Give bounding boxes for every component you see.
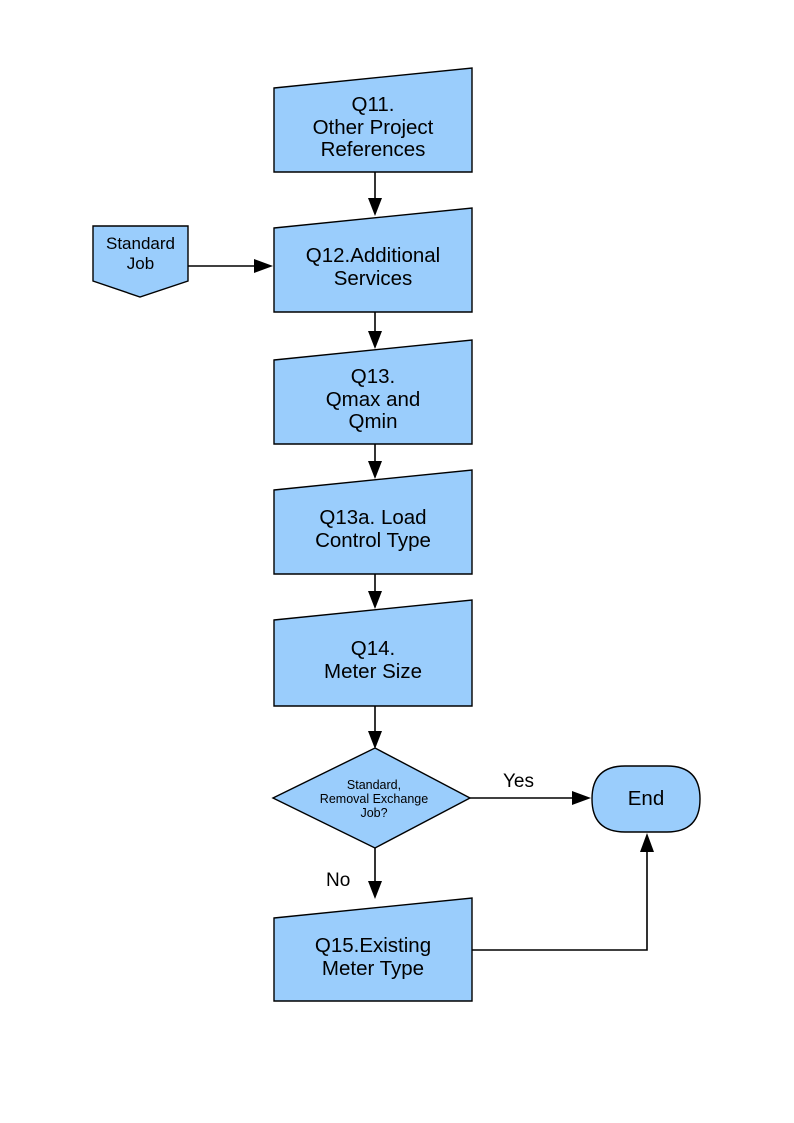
node-end-shape[interactable] (591, 765, 701, 833)
node-q15-shape[interactable] (273, 897, 473, 1002)
edge-standard-job-to-q12 (188, 259, 273, 273)
edge-q12-to-q13 (368, 312, 382, 349)
edge-q14-to-decision (368, 706, 382, 749)
edge-decision-to-q15-no (368, 848, 382, 899)
node-standard-job-shape[interactable] (92, 225, 189, 298)
edge-q11-to-q12 (368, 172, 382, 216)
edge-q15-to-end (472, 833, 654, 951)
edge-label-yes: Yes (503, 771, 534, 792)
node-q13-shape[interactable] (273, 339, 473, 445)
node-decision-shape[interactable] (271, 747, 472, 849)
node-q13a-shape[interactable] (273, 469, 473, 575)
edge-q13-to-q13a (368, 444, 382, 479)
edge-label-no: No (326, 870, 351, 891)
edge-decision-to-end-yes (470, 791, 591, 805)
edge-q13a-to-q14 (368, 574, 382, 609)
node-q11-shape[interactable] (273, 67, 473, 173)
node-q14-shape[interactable] (273, 599, 473, 707)
node-q12-shape[interactable] (273, 207, 473, 313)
